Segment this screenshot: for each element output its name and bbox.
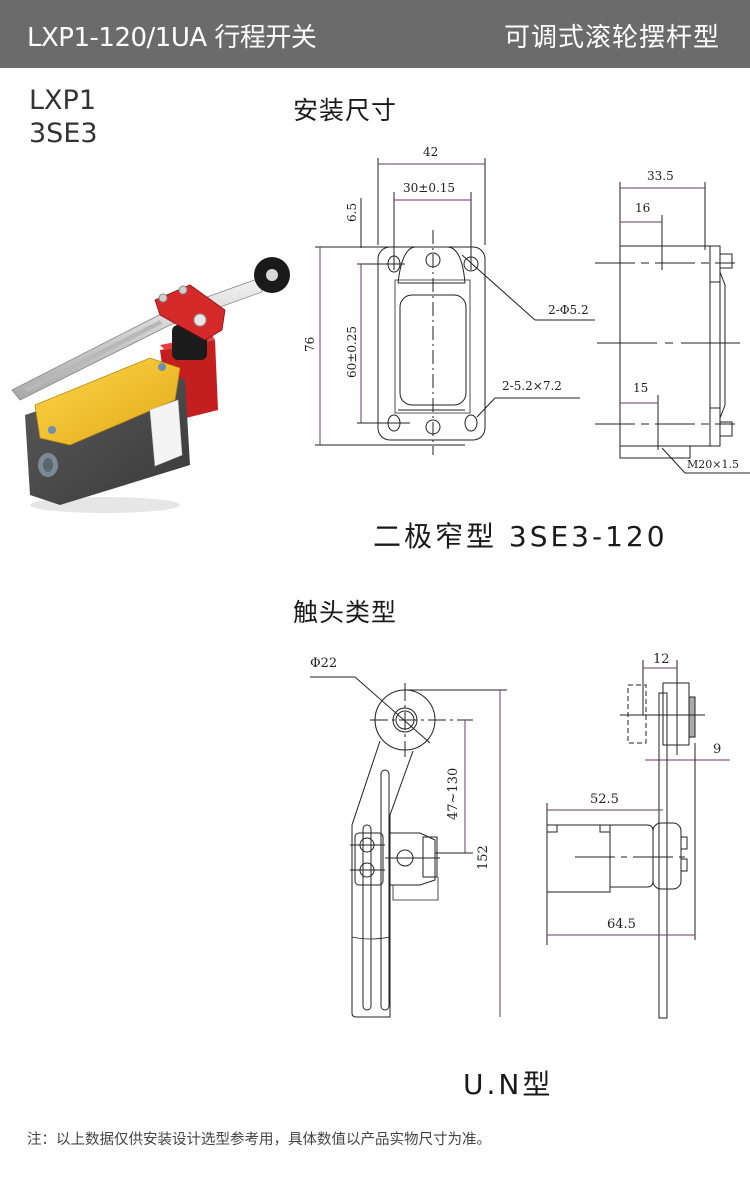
section-title-contact: 触头类型 [293,598,398,627]
label-thread: M20×1.5 [687,458,739,471]
dim-hole-spacing-x: 30±0.15 [403,181,455,195]
section-title-install: 安装尺寸 [293,96,398,125]
dim-hole-spacing-y: 60±0.25 [345,326,359,378]
dim-roller-width: 12 [653,652,670,667]
dim-depth-33-5: 33.5 [647,169,674,183]
label-slot-holes: 2-5.2×7.2 [502,379,562,393]
dim-height-76: 76 [303,337,317,352]
install-caption: 二极窄型 3SE3-120 [373,520,668,553]
contact-front-view-drawing: Φ22 152 47~130 [310,656,507,1018]
dim-total-length: 152 [476,845,491,870]
model-label-lxp1: LXP1 [29,85,96,116]
product-photo [11,257,290,513]
dim-roller-offset: 9 [713,742,721,757]
product-type: 可调式滚轮摆杆型 [503,23,720,53]
contact-caption: U.N型 [463,1068,554,1101]
model-labels: LXP1 3SE3 [29,84,98,150]
dim-offset-15: 15 [633,381,648,395]
dim-roller-diameter: Φ22 [310,656,337,671]
install-side-view-drawing: 33.5 16 15 M20×1.5 [595,169,750,474]
dim-width-42: 42 [423,145,438,159]
dim-adjust-range: 47~130 [446,768,461,820]
dim-body-depth: 52.5 [590,792,619,807]
page-header: LXP1-120/1UA 行程开关 可调式滚轮摆杆型 [0,0,750,68]
dim-total-depth: 64.5 [607,917,636,932]
label-round-holes: 2-Φ5.2 [548,303,589,317]
dim-offset-16: 16 [635,201,650,215]
install-front-view-drawing: 42 30±0.15 6.5 76 60±0.25 2-Φ5.2 2-5.2×7… [303,145,595,455]
dim-edge-offset: 6.5 [345,203,359,222]
product-title: LXP1-120/1UA 行程开关 [27,23,317,53]
model-label-3se3: 3SE3 [29,118,98,149]
footnote: 注：以上数据仅供安装设计选型参考用，具体数值以产品实物尺寸为准。 [27,1132,491,1148]
contact-side-view-drawing: 12 9 52.5 64.5 [546,652,730,1019]
